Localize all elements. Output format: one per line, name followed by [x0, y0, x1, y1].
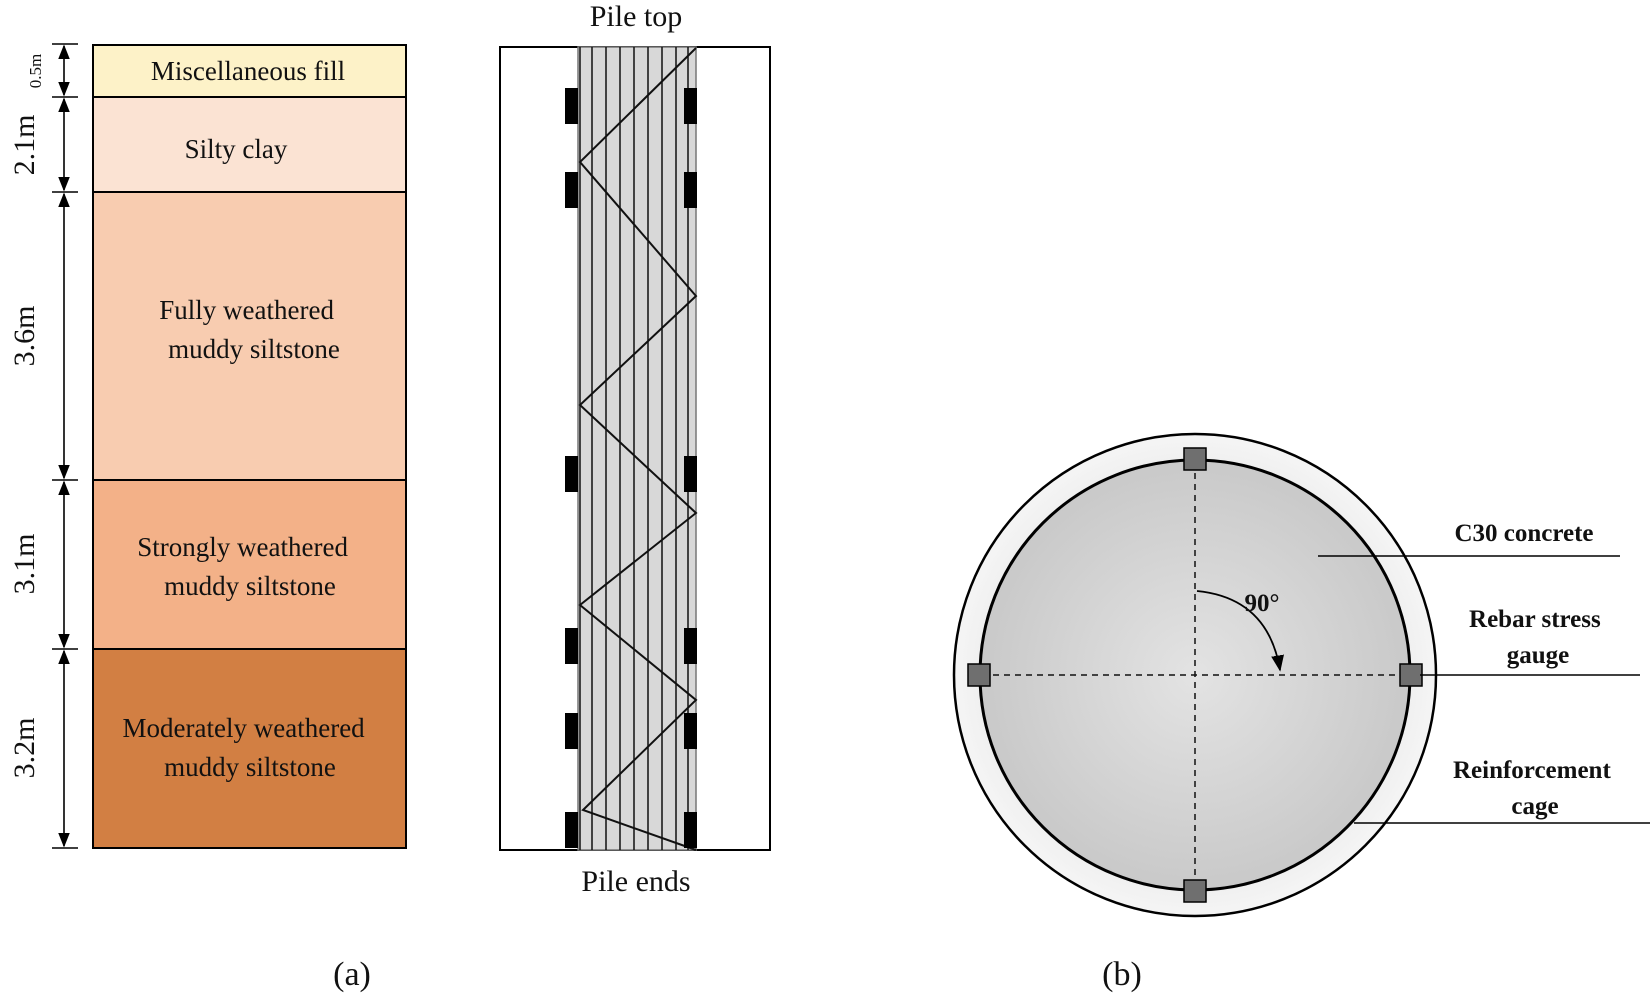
rebar-stress-gauge [565, 628, 578, 664]
thickness-label-silty-clay: 2.1m [8, 115, 41, 176]
layer-name: Silty clay [185, 134, 288, 164]
thickness-label-fill: 0.5m [26, 54, 45, 88]
caption-a: (a) [333, 956, 371, 993]
cage-callout: Reinforcement cage [1453, 757, 1617, 820]
rebar-stress-gauge [684, 456, 697, 492]
thickness-label-moderately: 3.2m [8, 718, 41, 779]
layer-name: Moderately weathered muddy siltstone [123, 713, 372, 782]
pile-top-label: Pile top [590, 0, 683, 33]
angle-label: 90° [1245, 590, 1280, 617]
rebar-stress-gauge [684, 88, 697, 124]
pile-cross-section: 90° C30 concrete Rebar stress gauge Rein… [952, 432, 1650, 918]
rebar-stress-gauge [1183, 447, 1207, 471]
layer-name: Miscellaneous fill [151, 56, 345, 86]
rebar-stress-gauge [684, 713, 697, 749]
rebar-stress-gauge [684, 172, 697, 208]
rebar-stress-gauge [565, 812, 578, 848]
soil-layer-fully-weathered: Fully weathered muddy siltstone [92, 191, 407, 481]
soil-layer-moderately-weathered: Moderately weathered muddy siltstone [92, 648, 407, 849]
soil-profile: Miscellaneous fill Silty clay Fully weat… [92, 44, 407, 849]
caption-b: (b) [1102, 956, 1142, 993]
soil-layer-miscellaneous-fill: Miscellaneous fill [92, 44, 407, 98]
pile-elevation: Pile top Pile ends [499, 0, 771, 898]
thickness-labels: 0.5m 2.1m 3.6m 3.1m 3.2m [8, 54, 45, 779]
rebar-stress-gauge [684, 628, 697, 664]
angle-arc [1196, 590, 1284, 672]
rebar-stress-gauge [967, 663, 991, 687]
pile-body [577, 46, 697, 851]
rebar-stress-gauge [1399, 663, 1423, 687]
layer-name: Fully weathered muddy siltstone [159, 295, 340, 364]
longitudinal-rebars [579, 47, 689, 850]
rebar-stress-gauge [565, 713, 578, 749]
pile-ends-label: Pile ends [581, 865, 690, 898]
layer-name: Strongly weathered muddy siltstone [137, 532, 354, 601]
cross-section-gauges [967, 447, 1423, 903]
soil-layer-silty-clay: Silty clay [92, 96, 407, 193]
spiral-stirrup [578, 47, 698, 851]
thickness-label-fully: 3.6m [8, 306, 41, 367]
rebar-stress-gauge [565, 456, 578, 492]
rebar-stress-gauge [684, 812, 697, 848]
soil-layer-strongly-weathered: Strongly weathered muddy siltstone [92, 479, 407, 650]
rebar-stress-gauge [565, 172, 578, 208]
rebar-stress-gauges [565, 88, 697, 848]
rebar-stress-gauge [1183, 879, 1207, 903]
thickness-label-strongly: 3.1m [8, 534, 41, 595]
concrete-callout: C30 concrete [1454, 520, 1593, 547]
gauge-callout: Rebar stress gauge [1469, 606, 1607, 669]
rebar-stress-gauge [565, 88, 578, 124]
thickness-dimensions [52, 43, 78, 849]
